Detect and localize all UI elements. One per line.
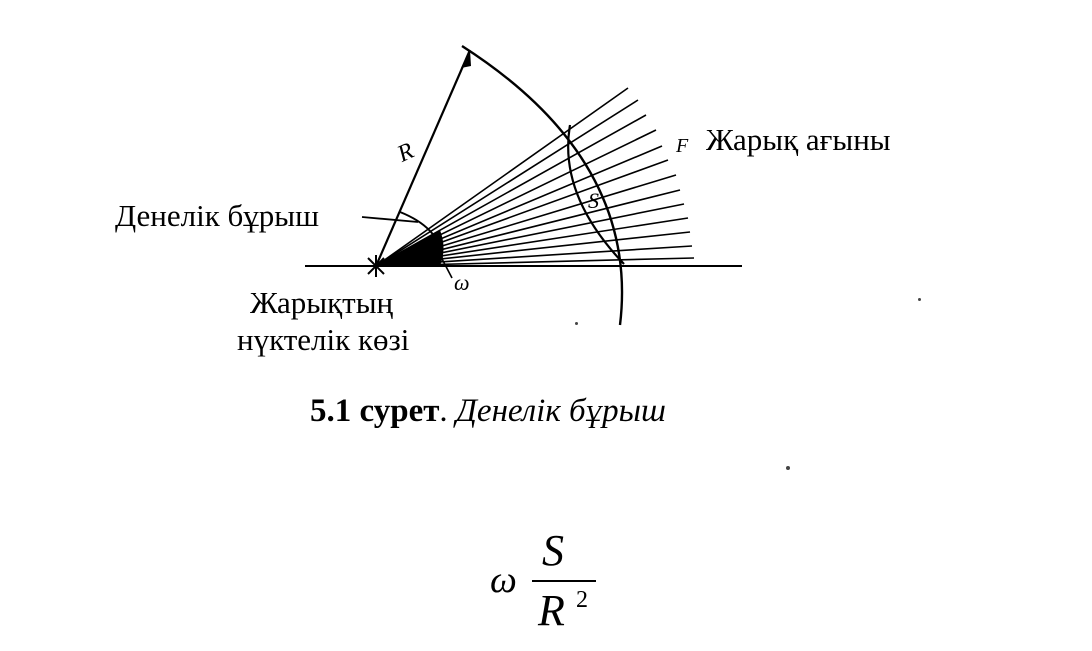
caption-separator: .	[439, 393, 456, 429]
point-source-label-line2: нүктелік көзі	[237, 322, 410, 357]
light-flux-label: Жарық ағыны	[706, 122, 891, 157]
light-ray	[375, 99, 639, 267]
scan-speck	[918, 298, 921, 301]
scan-speck	[786, 466, 790, 470]
point-source-star	[367, 255, 385, 277]
solid-angle-label: Денелік бұрыш	[115, 198, 319, 233]
caption-title: Денелік бұрыш	[455, 393, 666, 429]
solid-angle-cone	[376, 230, 444, 266]
radius-line	[374, 49, 472, 267]
radius-arrowhead	[461, 50, 471, 68]
formula-denominator: R	[538, 586, 565, 635]
solid-angle-pointer	[361, 216, 419, 223]
caption-number: 5.1 сурет	[310, 393, 440, 429]
radius-symbol: R	[393, 138, 418, 168]
spherical-cap-edge	[567, 124, 625, 265]
solid-angle-arc	[399, 211, 443, 259]
figure-caption: 5.1 сурет. Денелік бұрыш	[310, 393, 666, 430]
omega-pointer	[439, 254, 453, 279]
fraction-bar	[532, 580, 596, 582]
point-source-label-line1: Жарықтың	[250, 285, 394, 320]
formula-numerator: S	[542, 526, 564, 575]
omega-symbol: ω	[454, 270, 470, 295]
formula-exponent: 2	[576, 587, 588, 613]
formula-omega: ω	[490, 559, 517, 601]
flux-symbol: F	[675, 135, 689, 157]
sphere-arc	[461, 44, 624, 326]
scan-speck	[575, 322, 578, 325]
light-ray	[375, 87, 629, 267]
area-symbol: S	[588, 188, 599, 213]
